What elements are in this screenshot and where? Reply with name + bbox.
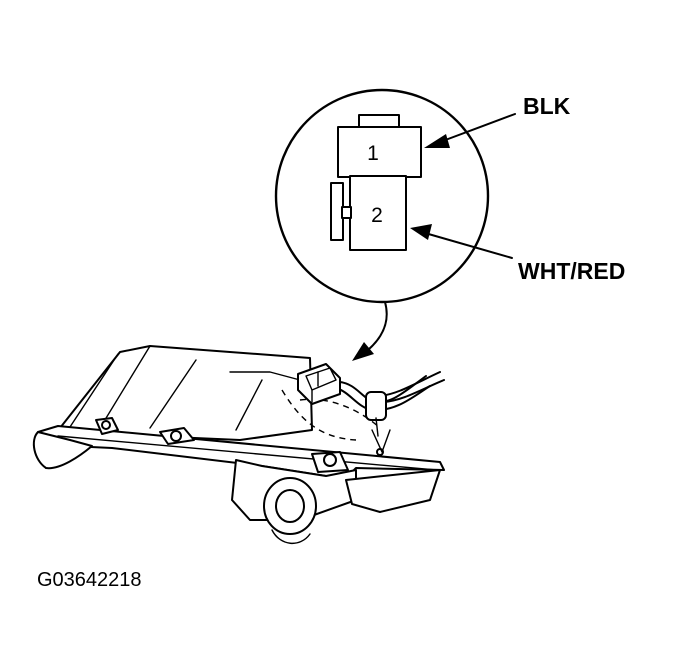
connector-face: 1 2 [330,114,422,251]
wire-color-label-wht-red: WHT/RED [518,258,625,284]
detail-magnifier: 1 2 [274,88,490,304]
pin-2-label: 2 [371,204,383,227]
harness-plug [297,363,341,405]
component-housing [32,345,445,544]
detail-pointer-arrow [352,301,388,361]
callout-arrow-blk [424,113,516,148]
callout-arrow-wht-red [410,224,513,259]
figure-code: G03642218 [37,569,142,591]
connector-side-key-stem [341,206,352,219]
pin-1-cavity [337,126,422,178]
wire-harness [335,371,445,456]
wire-color-label-blk: BLK [523,93,571,119]
pin-1-label: 1 [367,142,379,165]
